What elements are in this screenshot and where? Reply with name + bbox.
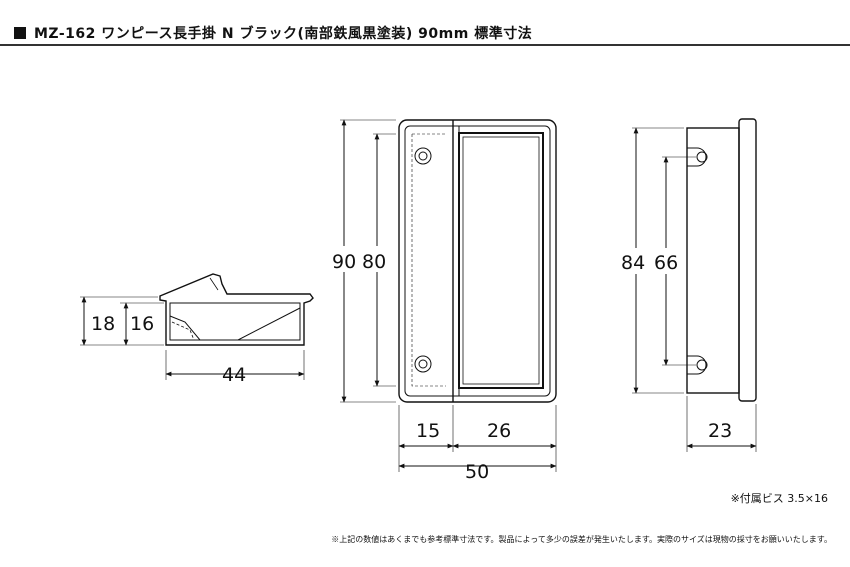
side-view-inner: [169, 302, 301, 341]
front-dimension-lines: [341, 119, 557, 469]
dim-front-right-width: 26: [487, 420, 511, 442]
disclaimer-note: ※上記の数値はあくまでも参考標準寸法です。製品によって多少の誤差が発生いたします…: [331, 535, 832, 544]
front-screw-hole-top: [414, 147, 432, 165]
dim-side-length: 44: [222, 364, 246, 386]
side-dimension-lines: [81, 296, 305, 377]
dim-front-total-width: 50: [465, 461, 489, 483]
dim-front-inner-height: 80: [362, 251, 386, 273]
rear-flange: [738, 118, 757, 402]
dim-front-outer-height: 90: [332, 251, 356, 273]
side-view-grip: [169, 307, 301, 341]
side-view: [80, 273, 314, 380]
dim-side-total-height: 18: [91, 313, 115, 335]
rear-view: [632, 118, 757, 452]
dim-rear-height: 84: [621, 252, 645, 274]
rear-screw-tab-top: [687, 147, 708, 167]
dim-rear-depth: 23: [708, 420, 732, 442]
side-view-outline: [159, 273, 314, 346]
title-bullet-icon: [14, 27, 26, 39]
title-bar: MZ-162 ワンピース長手掛 N ブラック(南部鉄風黒塗装) 90mm 標準寸…: [14, 20, 532, 46]
dim-rear-hole-pitch: 66: [654, 252, 678, 274]
screw-note: ※付属ビス 3.5×16: [730, 492, 828, 505]
front-outer-frame: [398, 119, 557, 403]
front-screw-hole-bottom: [414, 355, 432, 373]
dim-front-left-width: 15: [416, 420, 440, 442]
rear-body: [686, 127, 740, 394]
dim-side-body-height: 16: [130, 313, 154, 335]
title-underline: [0, 44, 850, 46]
rear-dimension-lines: [633, 127, 757, 449]
page-title: MZ-162 ワンピース長手掛 N ブラック(南部鉄風黒塗装) 90mm 標準寸…: [34, 26, 533, 42]
front-recess: [458, 132, 544, 389]
front-view: [340, 119, 557, 472]
rear-screw-tab-bottom: [687, 355, 708, 375]
